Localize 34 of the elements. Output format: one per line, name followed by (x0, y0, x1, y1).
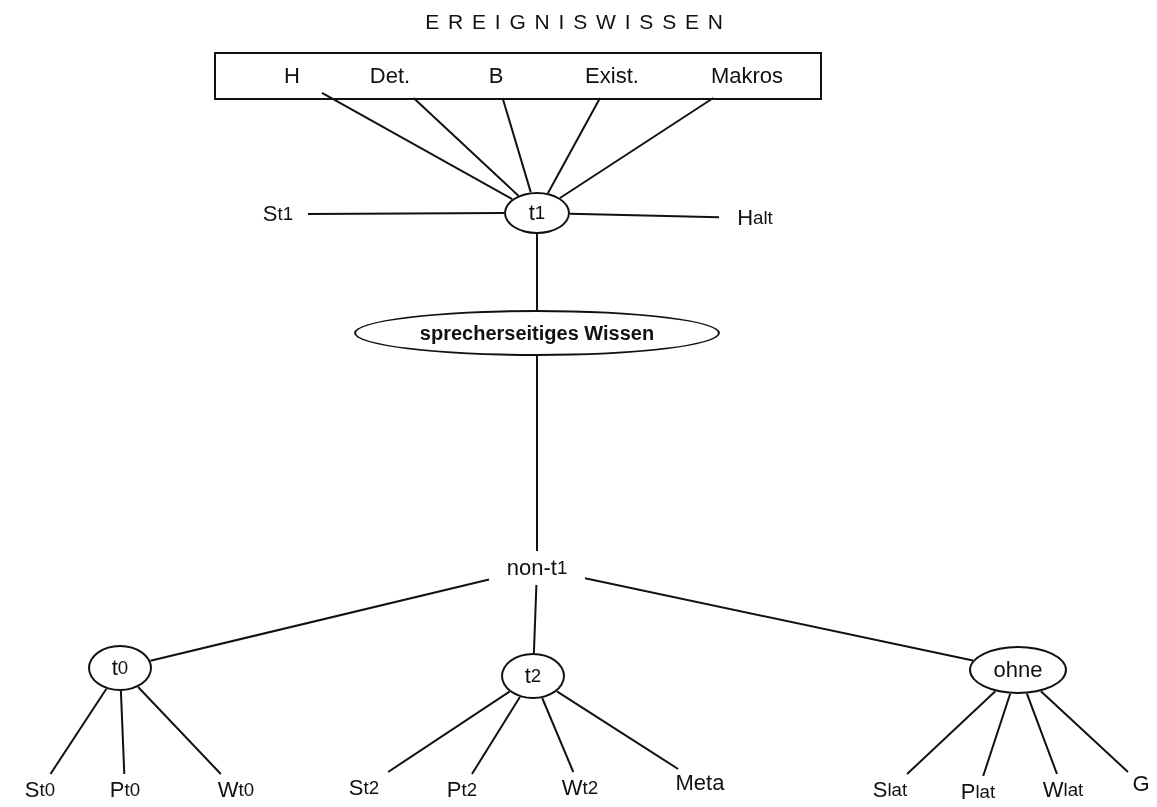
category-label: Exist. (567, 54, 657, 98)
ellipse-node: ohne (969, 646, 1067, 694)
connector-line (541, 697, 575, 773)
diagram-title: EREIGNISWISSEN (424, 10, 733, 34)
category-box (214, 52, 822, 100)
connector-line (584, 577, 974, 662)
connector-line (387, 690, 511, 773)
connector-line (559, 97, 715, 199)
connector-line (501, 97, 532, 194)
connector-line (982, 692, 1012, 777)
connector-line (555, 690, 680, 770)
connector-line (307, 212, 505, 215)
connector-line (1025, 692, 1058, 775)
category-label: H (262, 54, 322, 98)
connector-line (536, 233, 538, 311)
ellipse-node: sprecherseitiges Wissen (354, 310, 720, 356)
connector-line (569, 212, 720, 219)
connector-line (536, 355, 538, 552)
category-label: Makros (692, 54, 802, 98)
connector-line (137, 686, 222, 775)
connector-line (546, 97, 601, 195)
connector-line (119, 690, 126, 775)
connector-line (412, 97, 520, 197)
category-label: Det. (350, 54, 430, 98)
category-label: B (471, 54, 521, 98)
connector-line (1039, 690, 1129, 773)
connector-line (906, 690, 997, 775)
connector-line (49, 687, 108, 775)
connector-line (149, 578, 490, 662)
connector-line (471, 696, 521, 775)
node-label: Meta (669, 769, 731, 797)
connector-line (321, 91, 514, 201)
connector-line (532, 584, 538, 654)
node-label: G (1128, 770, 1154, 798)
